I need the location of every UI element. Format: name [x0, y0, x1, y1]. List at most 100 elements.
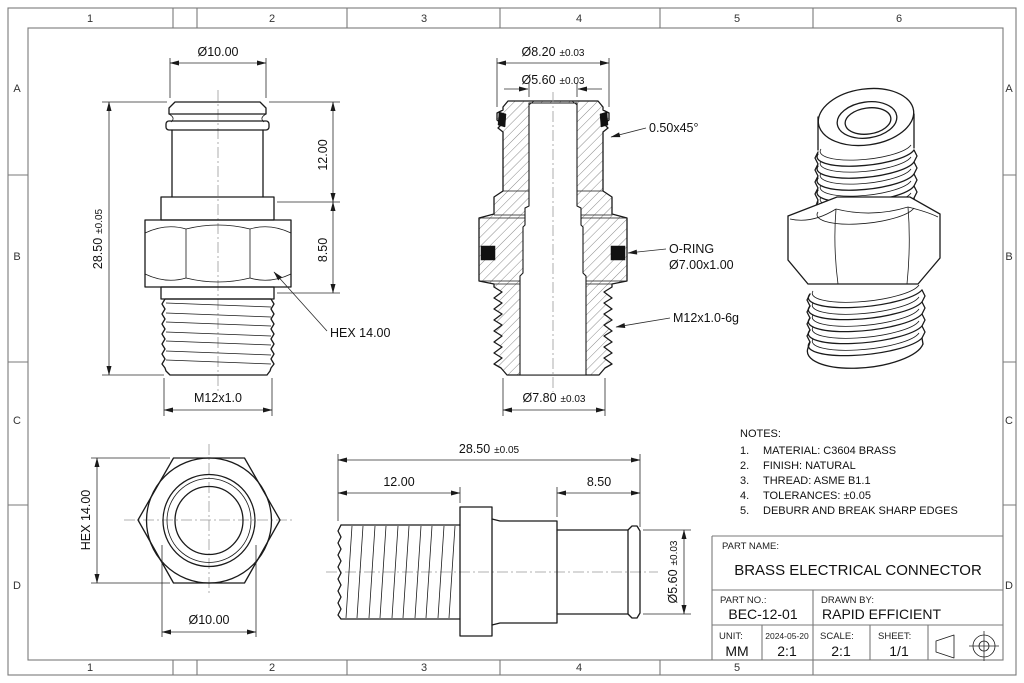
zone-col-3b: 3 — [421, 662, 427, 674]
notes-block: NOTES: 1. MATERIAL: C3604 BRASS 2. FINIS… — [740, 428, 958, 517]
side-dia-tol: ±0.03 — [669, 540, 680, 565]
side-dim-thread: 12.00 — [337, 475, 461, 503]
oring-label: O-RING — [669, 242, 714, 256]
top-dim-hex: HEX 14.00 — [79, 457, 170, 584]
section-dia-bottom-text: Ø7.80±0.03 — [522, 391, 585, 405]
section-chamfer-text: 0.50x45° — [649, 121, 698, 135]
oring-size: Ø7.00x1.00 — [669, 258, 734, 272]
front-view: Ø10.00 28.50±0.05 12.00 8.50 HEX 14.00 M… — [91, 45, 391, 416]
front-overall-value: 28.50 — [91, 238, 105, 269]
front-overall-text: 28.50±0.05 — [91, 208, 105, 269]
zone-row-c: C — [13, 415, 21, 427]
front-dim-thread: M12x1.0 — [163, 378, 273, 416]
zone-labels-right: A B C D — [1005, 83, 1013, 592]
sheet-value: 1/1 — [889, 643, 909, 659]
iso-hex — [787, 196, 941, 285]
drawn-by-label: DRAWN BY: — [821, 595, 874, 606]
zone-row-d: D — [13, 580, 21, 592]
side-overall-text: 28.50 ±0.05 — [459, 442, 520, 456]
section-chamfer-callout: 0.50x45° — [610, 121, 698, 138]
zone-dividers — [8, 8, 1016, 675]
section-dim-dia-outer: Ø8.20 ±0.03 — [496, 45, 610, 107]
zone-row-a-r: A — [1005, 83, 1013, 95]
zone-row-b-r: B — [1005, 251, 1012, 263]
side-overall-value: 28.50 — [459, 442, 490, 456]
part-name-label: PART NAME: — [722, 541, 779, 552]
side-overall-tol: ±0.05 — [494, 445, 519, 456]
front-dia-top-text: Ø10.00 — [197, 45, 238, 59]
front-dim-overall: 28.50±0.05 — [91, 101, 167, 376]
part-name-value: BRASS ELECTRICAL CONNECTOR — [734, 562, 982, 579]
note-5-num: 5. — [740, 505, 749, 517]
zone-row-b: B — [13, 251, 20, 263]
iso-bore-outer — [836, 101, 898, 139]
zone-col-5: 5 — [734, 13, 740, 25]
side-geometry — [337, 506, 641, 637]
section-oring-callout: O-RING Ø7.00x1.00 — [627, 242, 734, 272]
zone-col-1: 1 — [87, 13, 93, 25]
scale-label: SCALE: — [820, 631, 854, 642]
section-dia-bottom-value: Ø7.80 — [522, 391, 556, 405]
iso-bottom-threads — [806, 284, 926, 369]
zone-labels-top: 1 2 3 4 5 6 — [87, 13, 902, 25]
oring-left — [480, 245, 496, 261]
front-geometry — [144, 101, 292, 376]
section-thread-callout: M12x1.0-6g — [615, 311, 739, 328]
top-circle-shaft — [166, 478, 252, 563]
side-barb-text: 8.50 — [587, 475, 611, 489]
zone-labels-left: A B C D — [13, 83, 21, 592]
front-hex-label: HEX 14.00 — [330, 326, 391, 340]
date-scale-value: 2:1 — [777, 643, 797, 659]
section-dia-bore-tol: ±0.03 — [560, 76, 585, 87]
zone-col-2: 2 — [269, 13, 275, 25]
front-hex-callout: HEX 14.00 — [273, 271, 391, 340]
note-4-num: 4. — [740, 490, 749, 502]
zone-labels-bottom: 1 2 3 4 5 — [87, 662, 740, 674]
side-dia-value: Ø5.60 — [666, 569, 680, 603]
note-4-text: TOLERANCES: ±0.05 — [763, 490, 871, 502]
zone-row-a: A — [13, 83, 21, 95]
zone-col-4: 4 — [576, 13, 582, 25]
top-circle-barb — [162, 473, 256, 568]
zone-col-1b: 1 — [87, 662, 93, 674]
zone-col-5b: 5 — [734, 662, 740, 674]
top-dim-dia: Ø10.00 — [161, 545, 257, 637]
lip-seal-right — [599, 111, 609, 128]
zone-row-d-r: D — [1005, 580, 1013, 592]
notes-title: NOTES: — [740, 428, 781, 440]
zone-col-6: 6 — [896, 13, 902, 25]
part-no-value: BEC-12-01 — [728, 606, 797, 622]
section-dia-outer-value: Ø8.20 — [521, 45, 555, 59]
top-view: HEX 14.00 Ø10.00 — [79, 444, 294, 637]
section-dia-outer-text: Ø8.20 ±0.03 — [521, 45, 584, 59]
front-seg-hex-text: 8.50 — [316, 238, 330, 262]
top-hex-label: HEX 14.00 — [79, 490, 93, 551]
section-view: Ø8.20 ±0.03 Ø5.60 ±0.03 0.50x45° O-RING Ø7… — [478, 45, 739, 416]
top-circle-outer — [145, 457, 273, 584]
side-view: 28.50 ±0.05 12.00 8.50 Ø5.60 ±0.03 — [326, 442, 691, 637]
lip-seal-left — [497, 111, 507, 128]
front-dim-seg-top: 12.00 — [269, 101, 340, 203]
front-dim-seg-hex: 8.50 — [277, 201, 340, 294]
side-dim-dia: Ø5.60 ±0.03 — [643, 529, 691, 615]
zone-col-3: 3 — [421, 13, 427, 25]
top-dia-text: Ø10.00 — [188, 613, 229, 627]
note-1-num: 1. — [740, 445, 749, 457]
title-block: PART NAME: BRASS ELECTRICAL CONNECTOR PA… — [711, 535, 1003, 661]
section-dia-bore-value: Ø5.60 — [521, 73, 555, 87]
front-thread-text: M12x1.0 — [194, 391, 242, 405]
front-seg-top-text: 12.00 — [316, 139, 330, 170]
section-dia-outer-tol: ±0.03 — [560, 48, 585, 59]
side-dia-text: Ø5.60 ±0.03 — [666, 540, 680, 603]
iso-top-face — [817, 87, 915, 147]
side-thread-text: 12.00 — [383, 475, 414, 489]
zone-col-4b: 4 — [576, 662, 582, 674]
oring-seals — [480, 111, 626, 261]
unit-label: UNIT: — [719, 631, 743, 642]
section-dim-dia-bottom: Ø7.80±0.03 — [502, 378, 606, 416]
note-2-text: FINISH: NATURAL — [763, 460, 856, 472]
part-no-label: PART NO.: — [720, 595, 766, 606]
note-3-num: 3. — [740, 475, 749, 487]
iso-bore-inner — [844, 107, 892, 135]
